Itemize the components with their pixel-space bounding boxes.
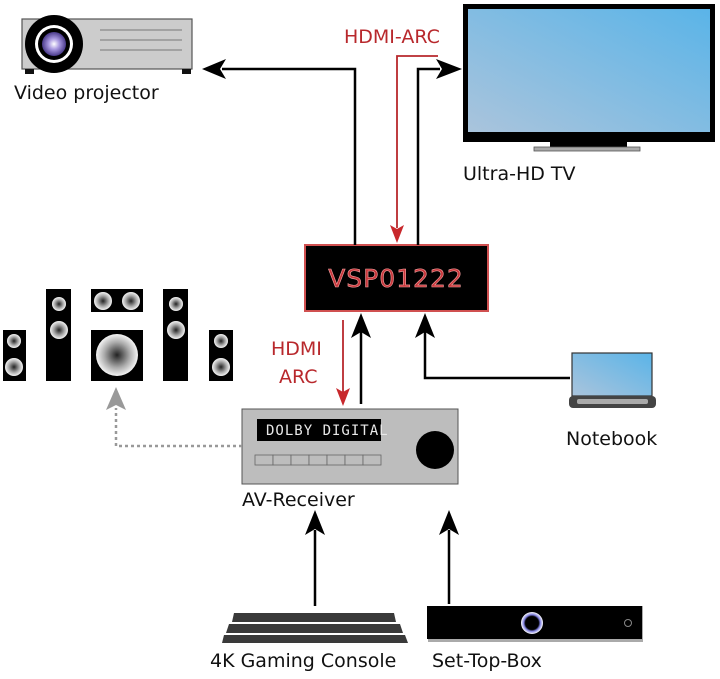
speaker-set <box>3 289 233 381</box>
laptop-keyboard <box>577 399 648 404</box>
connection-vsp-to-projector <box>202 59 357 245</box>
arrowhead-up <box>351 313 371 338</box>
console-label: 4K Gaming Console <box>210 650 396 672</box>
receiver-button <box>290 454 310 466</box>
speaker-driver <box>7 334 21 348</box>
console-layer-bottom <box>222 635 408 643</box>
speaker-driver <box>50 321 68 339</box>
receiver-volume-knob <box>416 431 454 469</box>
arrowhead-right <box>436 59 462 79</box>
receiver-display-text: DOLBY DIGITAL <box>266 423 389 439</box>
arrowhead-down-red <box>390 225 404 243</box>
ultra-hd-tv <box>463 4 715 152</box>
speaker-driver <box>5 358 23 376</box>
speaker-driver <box>167 321 185 339</box>
speaker-driver <box>214 334 228 348</box>
receiver-arc-label-line2: ARC <box>279 366 318 388</box>
speaker-driver <box>212 358 230 376</box>
speaker-driver <box>52 297 66 311</box>
connection-notebook-to-vsp <box>415 313 570 380</box>
receiver-button-row <box>254 454 382 466</box>
receiver-button <box>326 454 346 466</box>
connection-receiver-to-vsp <box>351 313 371 404</box>
tv-arc-label: HDMI-ARC <box>344 26 440 48</box>
arrowhead-up <box>415 313 435 338</box>
projector-lens <box>42 32 66 56</box>
vsp-label: VSP01222 <box>328 264 464 293</box>
connection-vsp-arc-to-receiver <box>336 320 350 406</box>
stb-power-center <box>526 617 538 629</box>
set-top-box <box>427 606 643 642</box>
arrowhead-up-gray <box>106 387 126 410</box>
console-layer-top <box>232 613 396 622</box>
projector-label: Video projector <box>14 82 159 104</box>
laptop-screen <box>571 352 653 397</box>
receiver-display <box>257 419 381 441</box>
vsp-switch: VSP01222 <box>304 244 489 312</box>
subwoofer-driver <box>96 334 138 376</box>
video-projector <box>21 15 193 74</box>
connection-receiver-to-speakers <box>106 387 242 448</box>
settop-label: Set-Top-Box <box>432 650 542 672</box>
receiver-button <box>344 454 364 466</box>
receiver-button <box>308 454 328 466</box>
notebook <box>569 352 656 408</box>
arrowhead-down-red <box>336 388 350 406</box>
connection-console-to-receiver <box>305 510 325 606</box>
vsp-box <box>304 244 489 312</box>
speaker-driver <box>169 297 183 311</box>
tv-stand-neck <box>550 142 627 148</box>
arrowhead-up <box>439 510 459 535</box>
receiver-button <box>362 454 382 466</box>
projector-foot-left <box>25 69 34 74</box>
tv-stand-base <box>533 146 641 152</box>
connection-settop-to-receiver <box>439 510 459 604</box>
receiver-label: AV-Receiver <box>242 489 355 511</box>
projector-foot-right <box>182 69 191 74</box>
receiver-arc-label-line1: HDMI <box>271 338 322 360</box>
connection-tv-arc-to-vsp <box>390 55 438 243</box>
arrowhead-left <box>202 59 226 79</box>
receiver-button <box>272 454 292 466</box>
tv-screen <box>468 9 710 132</box>
av-receiver: DOLBY DIGITAL <box>241 408 459 485</box>
gaming-console <box>222 613 408 643</box>
receiver-button <box>254 454 274 466</box>
stb-indicator <box>624 619 632 627</box>
arrowhead-up <box>305 510 325 535</box>
notebook-label: Notebook <box>566 428 657 450</box>
speaker-driver <box>122 292 140 310</box>
speaker-driver <box>94 292 112 310</box>
console-layer-middle <box>226 624 403 633</box>
tv-label: Ultra-HD TV <box>463 163 576 185</box>
connection-vsp-to-tv <box>416 59 462 245</box>
